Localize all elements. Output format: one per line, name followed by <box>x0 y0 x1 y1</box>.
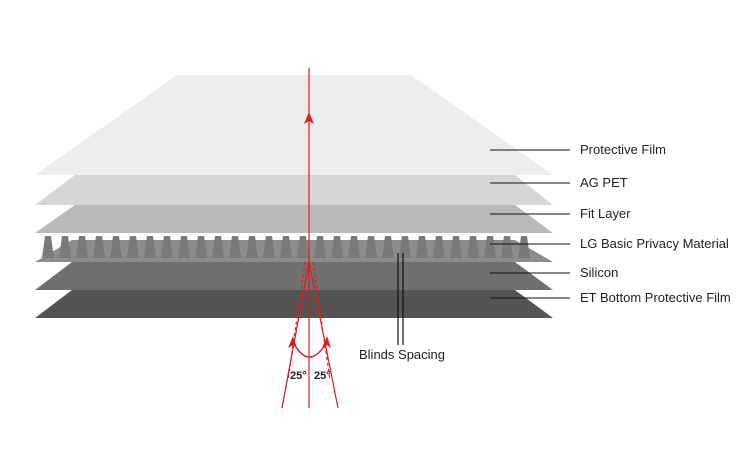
blind-slat <box>212 236 224 258</box>
ray-arrowheads <box>288 112 331 348</box>
blind-slat <box>297 236 309 258</box>
blind-slat <box>144 236 156 258</box>
ray-left-2 <box>287 261 306 381</box>
blind-slat <box>42 236 54 258</box>
blind-slat <box>280 236 292 258</box>
blind-slat <box>331 236 343 258</box>
label-protective-film: Protective Film <box>580 142 666 157</box>
arrow-up-icon <box>304 112 314 124</box>
blinds-spacing-bracket <box>397 253 404 345</box>
layer-protective-film <box>35 75 553 175</box>
label-ag-pet: AG PET <box>580 175 628 190</box>
blind-slat <box>76 236 88 258</box>
blind-slat <box>246 236 258 258</box>
privacy-blinds <box>42 236 530 258</box>
angle-label-left: 25° <box>290 370 307 382</box>
layer-ag-pet <box>35 175 553 205</box>
blind-slat <box>127 236 139 258</box>
label-leader-lines <box>490 149 570 299</box>
label-et-bottom-protective-film: ET Bottom Protective Film <box>580 290 731 305</box>
blind-slat <box>263 236 275 258</box>
blind-slat <box>314 236 326 258</box>
label-silicon: Silicon <box>580 265 619 280</box>
blind-slat <box>518 236 530 258</box>
ray-right-2 <box>312 261 331 381</box>
blind-slat <box>365 236 377 258</box>
arrow-up-right-icon <box>322 336 331 348</box>
label-lg-basic-privacy-material: LG Basic Privacy Material <box>580 236 729 251</box>
label-blinds-spacing: Blinds Spacing <box>359 347 445 362</box>
blind-slat <box>382 236 394 258</box>
blind-slat <box>399 236 411 258</box>
angle-label-right: 25° <box>314 370 331 382</box>
blind-slat <box>450 236 462 258</box>
blind-slat <box>229 236 241 258</box>
ray-left-inner <box>281 261 310 409</box>
layer-fit-layer <box>35 205 553 233</box>
arrow-up-left-icon <box>288 336 297 348</box>
blind-slat <box>484 236 496 258</box>
layer-lg-basic-privacy-material <box>35 236 553 262</box>
blind-slat <box>348 236 360 258</box>
angle-arc <box>292 341 328 358</box>
layer-silicon <box>35 262 553 290</box>
blind-slat <box>178 236 190 258</box>
blind-slat <box>467 236 479 258</box>
layer-et-bottom-protective-film <box>35 290 553 318</box>
blind-slat <box>416 236 428 258</box>
label-fit-layer: Fit Layer <box>580 206 631 221</box>
blind-slat <box>161 236 173 258</box>
blind-slat <box>433 236 445 258</box>
blind-slat <box>93 236 105 258</box>
blind-slat <box>501 236 513 258</box>
blind-slat <box>195 236 207 258</box>
blind-slat <box>59 236 71 258</box>
blind-slat <box>110 236 122 258</box>
